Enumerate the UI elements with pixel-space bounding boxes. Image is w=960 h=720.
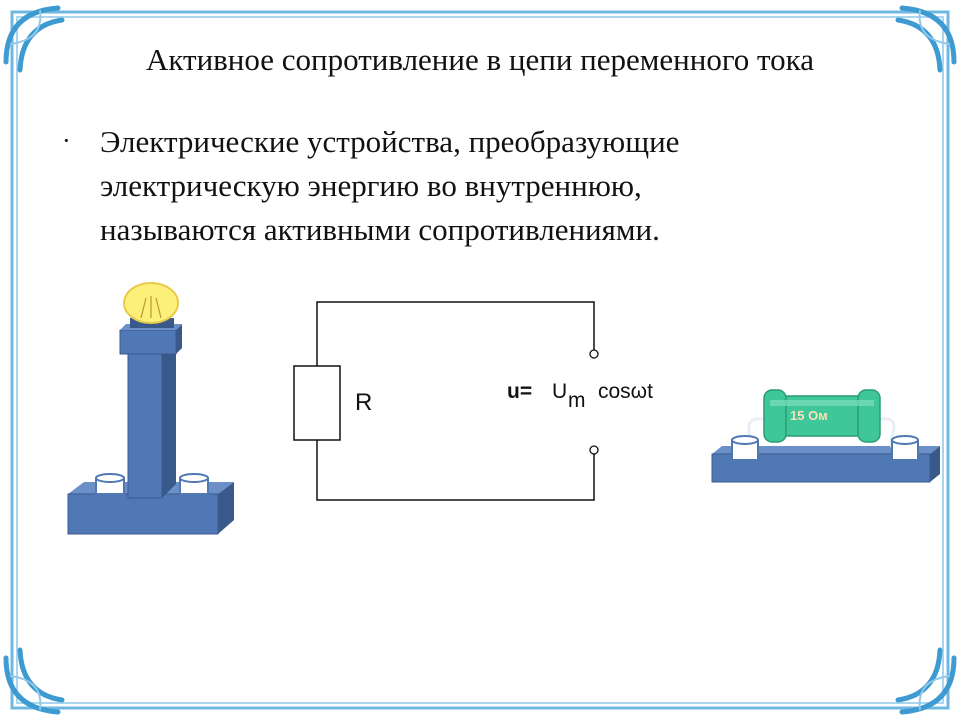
slide-title: Активное сопротивление в цепи переменног… [145, 42, 815, 77]
corner-ornament-bottom-right [899, 655, 957, 715]
bullet-line-3: называются активными сопротивлениями. [100, 212, 660, 247]
formula-sub: m [568, 389, 586, 412]
terminal-bottom [589, 445, 599, 455]
terminal-top [589, 349, 599, 359]
bullet-line-1: Электрические устройства, преобразующие [100, 124, 680, 159]
circuit-diagram: R u= U m cosωt [293, 301, 653, 501]
bullet-line-2: электрическую энергию во внутреннюю, [100, 168, 642, 203]
corner-ornament-top-right [899, 5, 957, 65]
formula-suffix: cosωt [598, 380, 653, 403]
lamp-terminal-right [179, 473, 209, 495]
corner-ornament-bottom-left [3, 655, 61, 715]
bullet-marker: · [62, 126, 71, 155]
lamp-device [67, 282, 234, 535]
resistor-terminal-right [891, 435, 919, 461]
resistor-device: 15 Ом [711, 389, 940, 483]
resistor-terminal-left [731, 435, 759, 461]
resistor-symbol [293, 365, 341, 441]
corner-ornament-top-left [3, 5, 61, 65]
formula-prefix: u= [507, 380, 532, 403]
resistor-value-label: 15 Ом [790, 408, 828, 423]
bullet-text: Электрические устройства, преобразующие … [100, 120, 840, 252]
formula-U: U [552, 380, 567, 403]
lamp-terminal-left [95, 473, 125, 495]
resistor-label: R [355, 389, 372, 416]
